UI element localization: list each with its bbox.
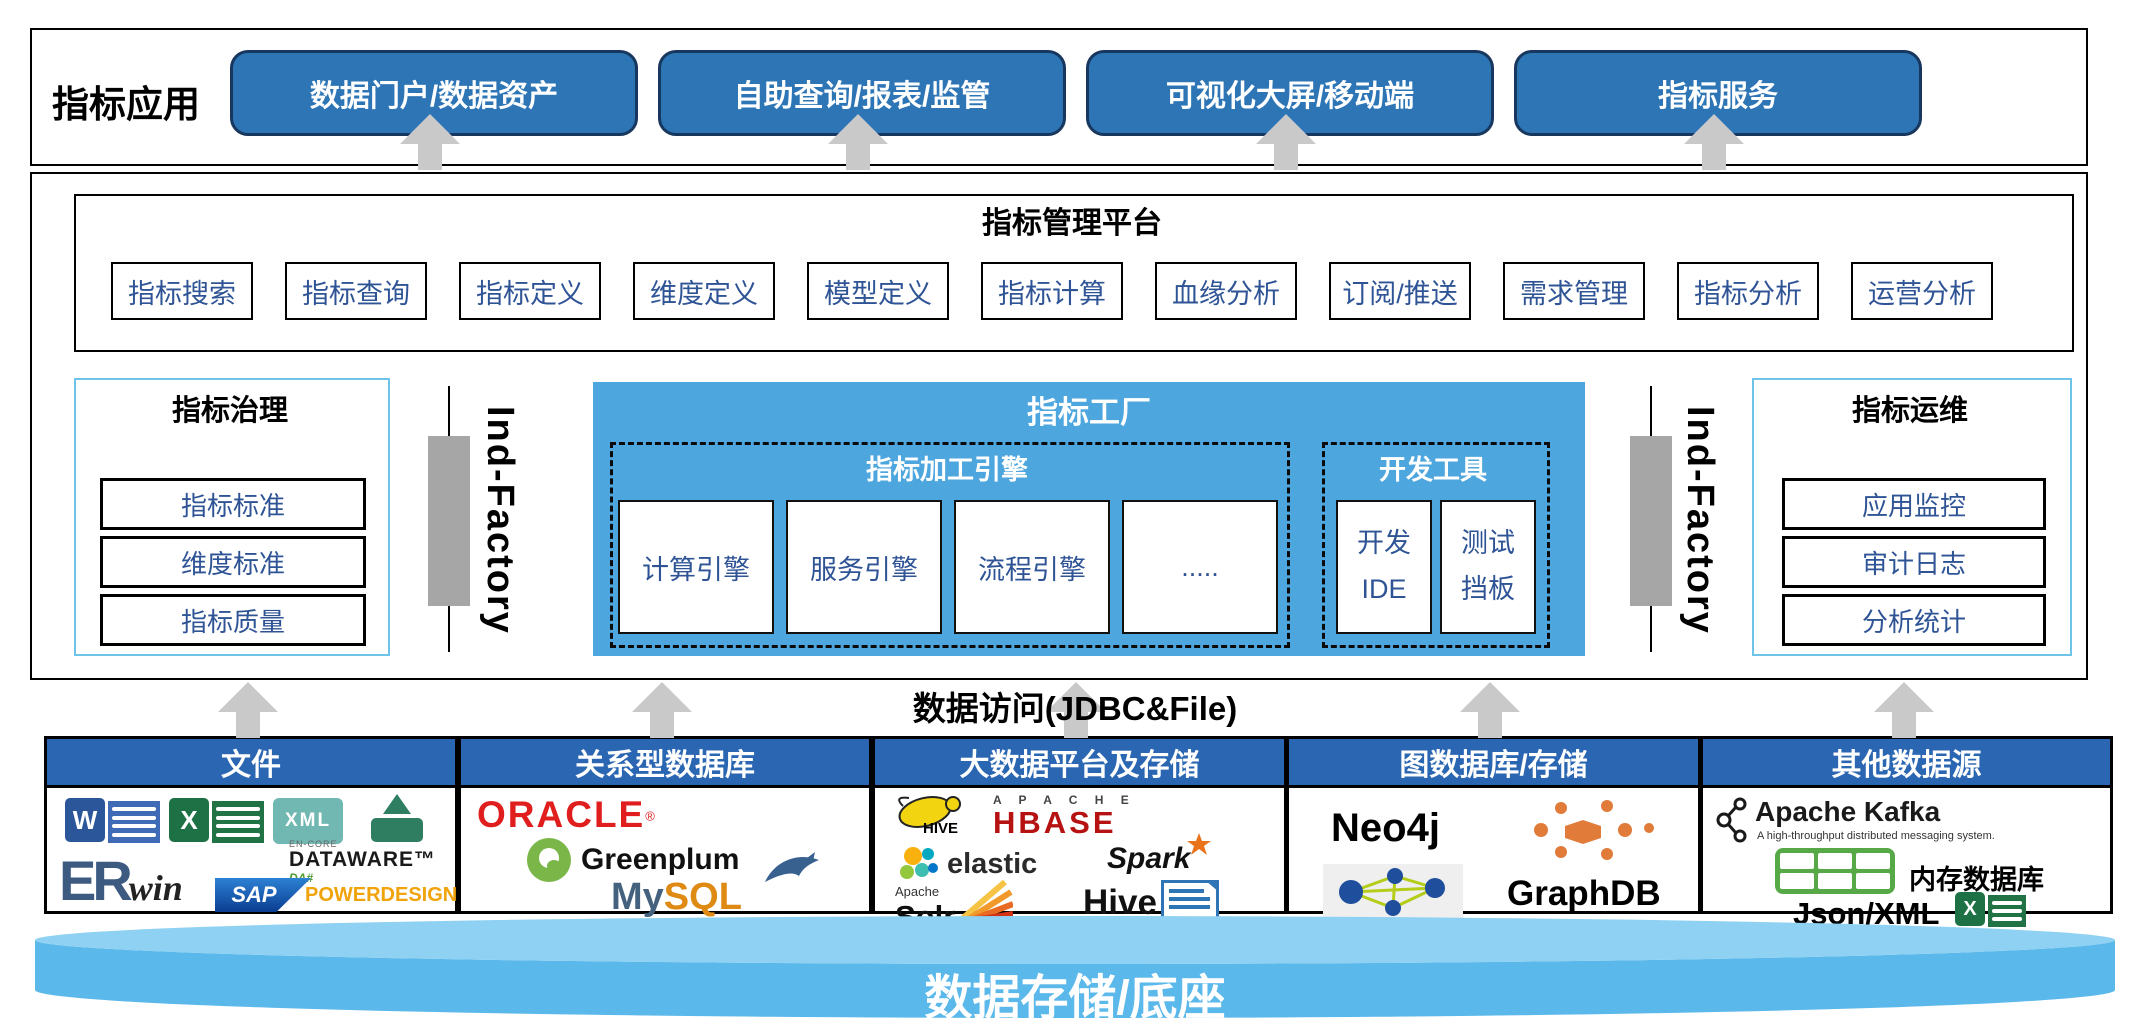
neo4j-logo: Neo4j <box>1331 806 1440 850</box>
datasource-graphdb-body: Neo4j GraphDB <box>1289 788 1698 920</box>
datasource-graphdb: 图数据库/存储 Neo4j <box>1286 736 1701 920</box>
orange-graph-icon <box>1534 800 1654 860</box>
ind-factory-label-right: Ind-Factory <box>1679 405 1721 635</box>
up-arrow <box>218 682 278 738</box>
dev-tools-title: 开发工具 <box>1379 454 1487 485</box>
ops-item-audit-log: 审计日志 <box>1782 536 2046 588</box>
engine-group-box <box>610 442 1290 648</box>
data-access-label: 数据访问(JDBC&File) <box>912 690 1238 727</box>
ops-item-analysis-stats: 分析统计 <box>1782 594 2046 646</box>
kafka-icon <box>1716 797 1747 843</box>
up-arrow <box>632 682 692 738</box>
greenplum-icon <box>527 838 571 882</box>
factory-title: 指标工厂 <box>1027 394 1151 430</box>
datasource-bigdata-title: 大数据平台及存储 <box>875 739 1284 788</box>
mysql-dolphin-icon <box>765 852 819 882</box>
kafka-tagline: A high-throughput distributed messaging … <box>1757 830 1995 842</box>
ops-title: 指标运维 <box>1851 395 1968 427</box>
memory-db-label: 内存数据库 <box>1909 865 2044 895</box>
elastic-logo: elastic <box>897 844 1037 884</box>
engine-group-title: 指标加工引擎 <box>866 454 1028 485</box>
greenplum-logo: Greenplum <box>527 838 739 882</box>
datasource-rdbms-body: ORACLE® Greenplum MySQL <box>461 788 869 918</box>
module-operation-analysis: 运营分析 <box>1851 262 1993 320</box>
blue-graph-icon <box>1323 864 1463 920</box>
hive-bee-icon: HIVE <box>883 790 983 838</box>
module-subscribe-push: 订阅/推送 <box>1329 262 1471 320</box>
datasource-bigdata-body: HIVE A P A C H E HBASE elastic Spark <box>875 788 1284 934</box>
up-arrow <box>1046 682 1106 738</box>
graphdb-logo: GraphDB <box>1507 874 1661 913</box>
excel-icon: X <box>169 798 264 843</box>
mysql-logo: MySQL <box>611 852 819 919</box>
spark-logo: Spark <box>1107 833 1212 876</box>
engine-compute: 计算引擎 <box>618 500 774 634</box>
up-arrow <box>1460 682 1520 738</box>
spark-star-icon <box>1187 833 1212 855</box>
module-indicator-calc: 指标计算 <box>981 262 1123 320</box>
ind-factory-label-left: Ind-Factory <box>479 405 521 635</box>
word-icon: W <box>65 798 160 843</box>
engine-service: 服务引擎 <box>786 500 942 634</box>
excel-icon: X <box>1955 892 2026 927</box>
xml-file-icon: XML <box>273 798 343 844</box>
up-arrow <box>828 114 888 170</box>
up-arrow <box>1256 114 1316 170</box>
app-layer-label: 指标应用 <box>52 84 200 125</box>
document-icon <box>1160 880 1219 926</box>
connector-bar-left <box>428 436 470 606</box>
platform-title: 指标管理平台 <box>982 207 1162 240</box>
elastic-cluster-icon <box>900 847 938 879</box>
tool-test-stub-line2: 挡板 <box>1461 574 1515 604</box>
tool-dev-ide-line2: IDE <box>1361 574 1407 604</box>
tool-test-stub-line1: 测试 <box>1461 528 1515 559</box>
datasource-rdbms: 关系型数据库 ORACLE® Greenplum MySQL <box>458 736 872 918</box>
module-indicator-search: 指标搜索 <box>111 262 253 320</box>
datasource-other: 其他数据源 Apache Kafka A high-throughput dis… <box>1700 736 2113 931</box>
datasource-rdbms-title: 关系型数据库 <box>461 739 869 788</box>
datasource-graphdb-title: 图数据库/存储 <box>1289 739 1698 788</box>
kafka-logo: Apache Kafka <box>1755 796 1941 827</box>
module-indicator-query: 指标查询 <box>285 262 427 320</box>
governance-item-standard: 指标标准 <box>100 478 366 530</box>
module-demand-management: 需求管理 <box>1503 262 1645 320</box>
dev-tools-box <box>1322 442 1550 648</box>
storage-label: 数据存储/底座 <box>924 972 1226 1025</box>
module-indicator-definition: 指标定义 <box>459 262 601 320</box>
erwin-logo: ERwin <box>59 849 183 912</box>
green-file-icon <box>367 794 427 846</box>
up-arrow <box>1874 682 1934 738</box>
module-model-definition: 模型定义 <box>807 262 949 320</box>
hbase-logo: A P A C H E HBASE <box>993 793 1136 840</box>
hive-doc-logo: Hive <box>1083 880 1219 926</box>
module-indicator-analysis: 指标分析 <box>1677 262 1819 320</box>
up-arrow <box>1684 114 1744 170</box>
up-arrow <box>400 114 460 170</box>
governance-item-dimension: 维度标准 <box>100 536 366 588</box>
memory-grid-icon <box>1775 848 1895 894</box>
sap-logo: SAP <box>215 878 311 912</box>
oracle-logo: ORACLE® <box>477 794 655 835</box>
datasource-files-body: W X XML ERwin EN-CORE DATAWARE™ DA# SAP … <box>47 788 485 912</box>
engine-workflow: 流程引擎 <box>954 500 1110 634</box>
module-dimension-definition: 维度定义 <box>633 262 775 320</box>
tool-test-stub: 测试 挡板 <box>1440 500 1536 634</box>
powerdesigner-logo: POWERDESIGNER <box>305 884 486 906</box>
engine-more: ..... <box>1122 500 1278 634</box>
governance-title: 指标治理 <box>171 395 288 427</box>
module-lineage-analysis: 血缘分析 <box>1155 262 1297 320</box>
governance-item-quality: 指标质量 <box>100 594 366 646</box>
tool-dev-ide-line1: 开发 <box>1357 528 1411 559</box>
datasource-bigdata: 大数据平台及存储 HIVE A P A C H E HBASE <box>872 736 1287 934</box>
datasource-files-title: 文件 <box>47 739 455 788</box>
datasource-other-title: 其他数据源 <box>1703 739 2110 788</box>
connector-bar-right <box>1630 436 1672 606</box>
tool-dev-ide: 开发 IDE <box>1336 500 1432 634</box>
ops-item-monitor: 应用监控 <box>1782 478 2046 530</box>
